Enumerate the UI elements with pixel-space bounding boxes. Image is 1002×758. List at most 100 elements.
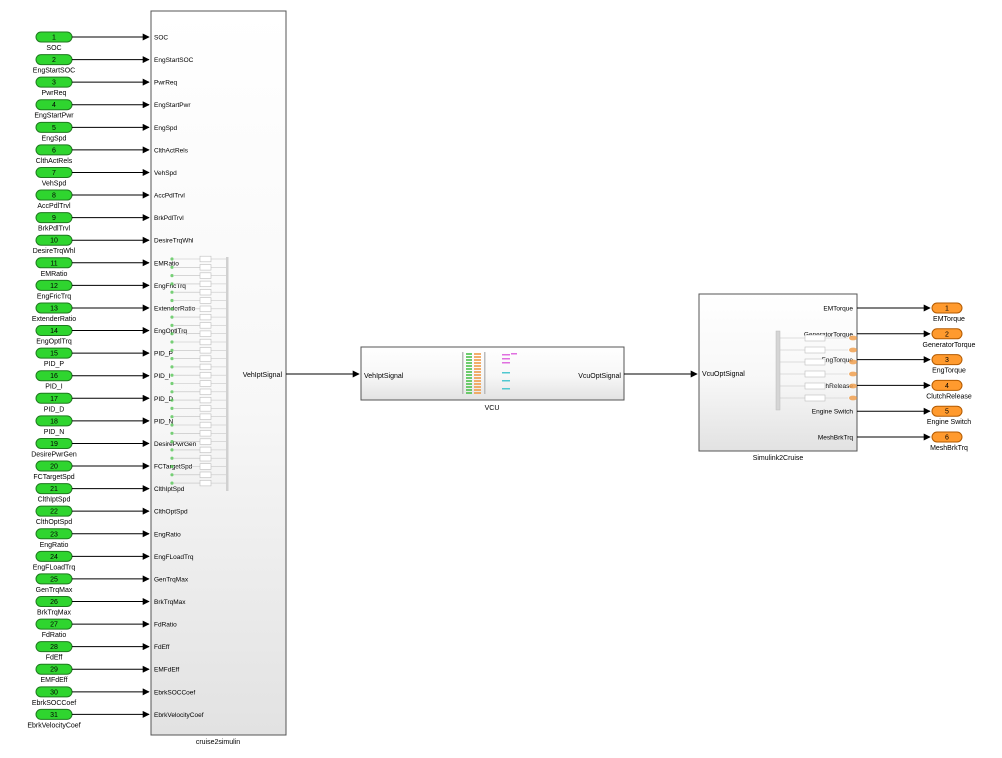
inport-number: 23	[50, 531, 58, 538]
inport-name: EMFdEff	[40, 677, 67, 684]
inport-name: PID_P	[44, 361, 65, 368]
inport-number: 21	[50, 486, 58, 493]
inport-name: EbrkSOCCoef	[32, 700, 76, 707]
port-label: EngTorque	[822, 357, 854, 364]
block-cruise2simulin[interactable]: SOCEngStartSOCPwrReqEngStartPwrEngSpdClt…	[150, 10, 287, 746]
inport-name: FdEff	[46, 655, 63, 662]
outport-block[interactable]	[931, 431, 963, 443]
port-label: EbrkVelocityCoef	[154, 712, 204, 719]
outport-name: EMTorque	[933, 316, 965, 323]
inport-number: 26	[50, 599, 58, 606]
port-label: EngStartPwr	[154, 102, 191, 109]
vcu-output-label: VcuOptSignal	[578, 373, 621, 380]
block-vcu[interactable]: VehIptSignal VcuOptSignal VCU	[360, 346, 625, 412]
port-label: EngStartSOC	[154, 57, 194, 64]
inport-number: 25	[50, 576, 58, 583]
inport-number: 22	[50, 509, 58, 516]
inport-number: 20	[50, 464, 58, 471]
inport-number: 6	[52, 147, 56, 154]
block-simulink2cruise[interactable]: VcuOptSignal EMTorqueGeneratorTorqueEngT…	[698, 293, 858, 462]
inport-number: 29	[50, 667, 58, 674]
inport-number: 19	[50, 441, 58, 448]
inport-name: SOC	[46, 45, 61, 52]
inport-number: 30	[50, 689, 58, 696]
outport-block[interactable]	[931, 379, 963, 391]
inport-name: EngOptlTrq	[36, 339, 72, 346]
port-label: AccPdlTrvl	[154, 193, 185, 200]
outport-block[interactable]	[931, 302, 963, 314]
outport-block[interactable]	[931, 405, 963, 417]
port-label: ClthIptSpd	[154, 486, 185, 493]
port-label: ClutchRelease	[811, 383, 854, 390]
inport-name: ExtenderRatio	[32, 316, 76, 323]
inport-name: FCTargetSpd	[33, 474, 74, 481]
port-label: PID_I	[154, 373, 170, 380]
port-label: EngSpd	[154, 125, 178, 132]
port-label: FdEff	[154, 644, 170, 651]
outport-block[interactable]	[931, 328, 963, 340]
inport-name: FdRatio	[42, 632, 67, 639]
cruise2simulin-output-label: VehIptSignal	[243, 372, 283, 379]
inport-number: 28	[50, 644, 58, 651]
inport-number: 8	[52, 193, 56, 200]
inport-name: EMRatio	[41, 271, 68, 278]
inport-number: 18	[50, 418, 58, 425]
inport-number: 15	[50, 351, 58, 358]
inport-name: EngStartSOC	[33, 68, 75, 75]
inport-name: ClthActRels	[36, 158, 73, 165]
port-label: PID_D	[154, 396, 173, 403]
outport-name: EngTorque	[932, 368, 966, 375]
inport-number: 12	[50, 283, 58, 290]
cruise2simulin-block-name: cruise2simulin	[196, 739, 240, 746]
port-label: VehSpd	[154, 170, 177, 177]
inport-name: EbrkVelocityCoef	[27, 722, 80, 729]
inport-name: PID_I	[45, 384, 63, 391]
port-label: GeneratorTorque	[804, 331, 854, 338]
port-label: BrkTrqMax	[154, 599, 186, 606]
outport-block[interactable]	[931, 354, 963, 366]
inport-name: EngStartPwr	[34, 113, 74, 120]
simulink2cruise-output-labels: EMTorqueGeneratorTorqueEngTorqueClutchRe…	[804, 306, 854, 442]
inport-name: DesirePwrGen	[31, 451, 77, 458]
port-label: EbrkSOCCoef	[154, 689, 195, 696]
outport-name: Engine Switch	[927, 419, 971, 426]
